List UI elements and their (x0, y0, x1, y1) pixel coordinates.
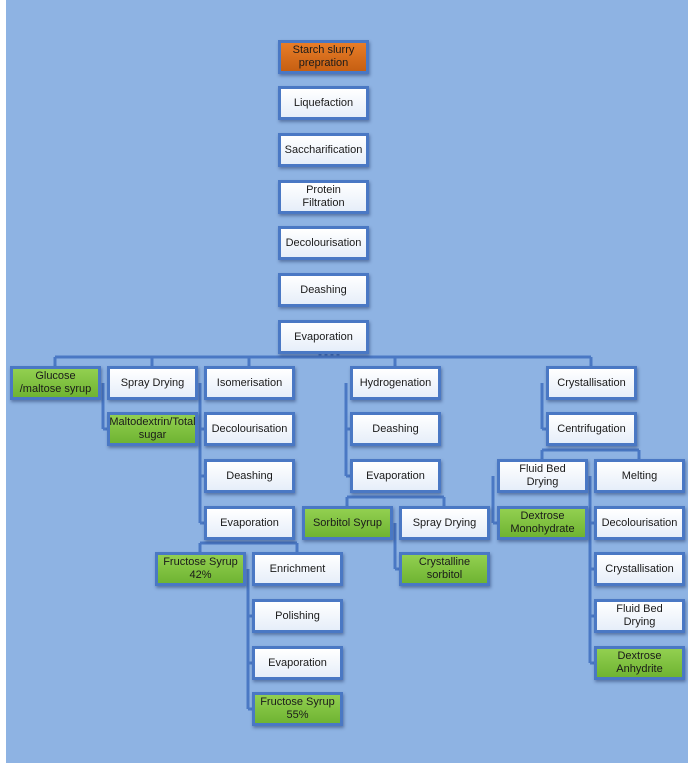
node-melting: Melting (594, 459, 685, 493)
node-melt-decolourisation: Decolourisation (594, 506, 685, 540)
node-protein-filtration: Protein Filtration (278, 180, 369, 214)
node-spray-drying-2: Spray Drying (399, 506, 490, 540)
node-dextrose-monohydrate: Dextrose Monohydrate (497, 506, 588, 540)
node-evaporation: Evaporation (278, 320, 369, 354)
node-sorbitol-syrup: Sorbitol Syrup (302, 506, 393, 540)
node-enrichment: Enrichment (252, 552, 343, 586)
node-saccharification: Saccharification (278, 133, 369, 167)
node-fructose-syrup-42: Fructose Syrup 42% (155, 552, 246, 586)
node-iso-deashing: Deashing (204, 459, 295, 493)
node-spray-drying-1: Spray Drying (107, 366, 198, 400)
node-iso-evaporation: Evaporation (204, 506, 295, 540)
node-liquefaction: Liquefaction (278, 86, 369, 120)
node-fluid-bed-drying-1: Fluid Bed Drying (497, 459, 588, 493)
node-hyd-deashing: Deashing (350, 412, 441, 446)
node-crystallisation-1: Crystallisation (546, 366, 637, 400)
node-polishing: Polishing (252, 599, 343, 633)
node-hydrogenation: Hydrogenation (350, 366, 441, 400)
node-dextrose-anhydrite: Dextrose Anhydrite (594, 646, 685, 680)
node-decolourisation: Decolourisation (278, 226, 369, 260)
node-deashing: Deashing (278, 273, 369, 307)
node-evaporation-3: Evaporation (252, 646, 343, 680)
node-crystalline-sorbitol: Crystalline sorbitol (399, 552, 490, 586)
node-crystallisation-2: Crystallisation (594, 552, 685, 586)
node-hyd-evaporation: Evaporation (350, 459, 441, 493)
node-glucose-maltose-syrup: Glucose /maltose syrup (10, 366, 101, 400)
node-fluid-bed-drying-2: Fluid Bed Drying (594, 599, 685, 633)
node-maltodextrin: Maltodextrin/Total sugar (107, 412, 198, 446)
node-fructose-syrup-55: Fructose Syrup 55% (252, 692, 343, 726)
node-centrifugation: Centrifugation (546, 412, 637, 446)
node-iso-decolourisation: Decolourisation (204, 412, 295, 446)
node-starch-slurry: Starch slurry prepration (278, 40, 369, 74)
node-isomerisation: Isomerisation (204, 366, 295, 400)
